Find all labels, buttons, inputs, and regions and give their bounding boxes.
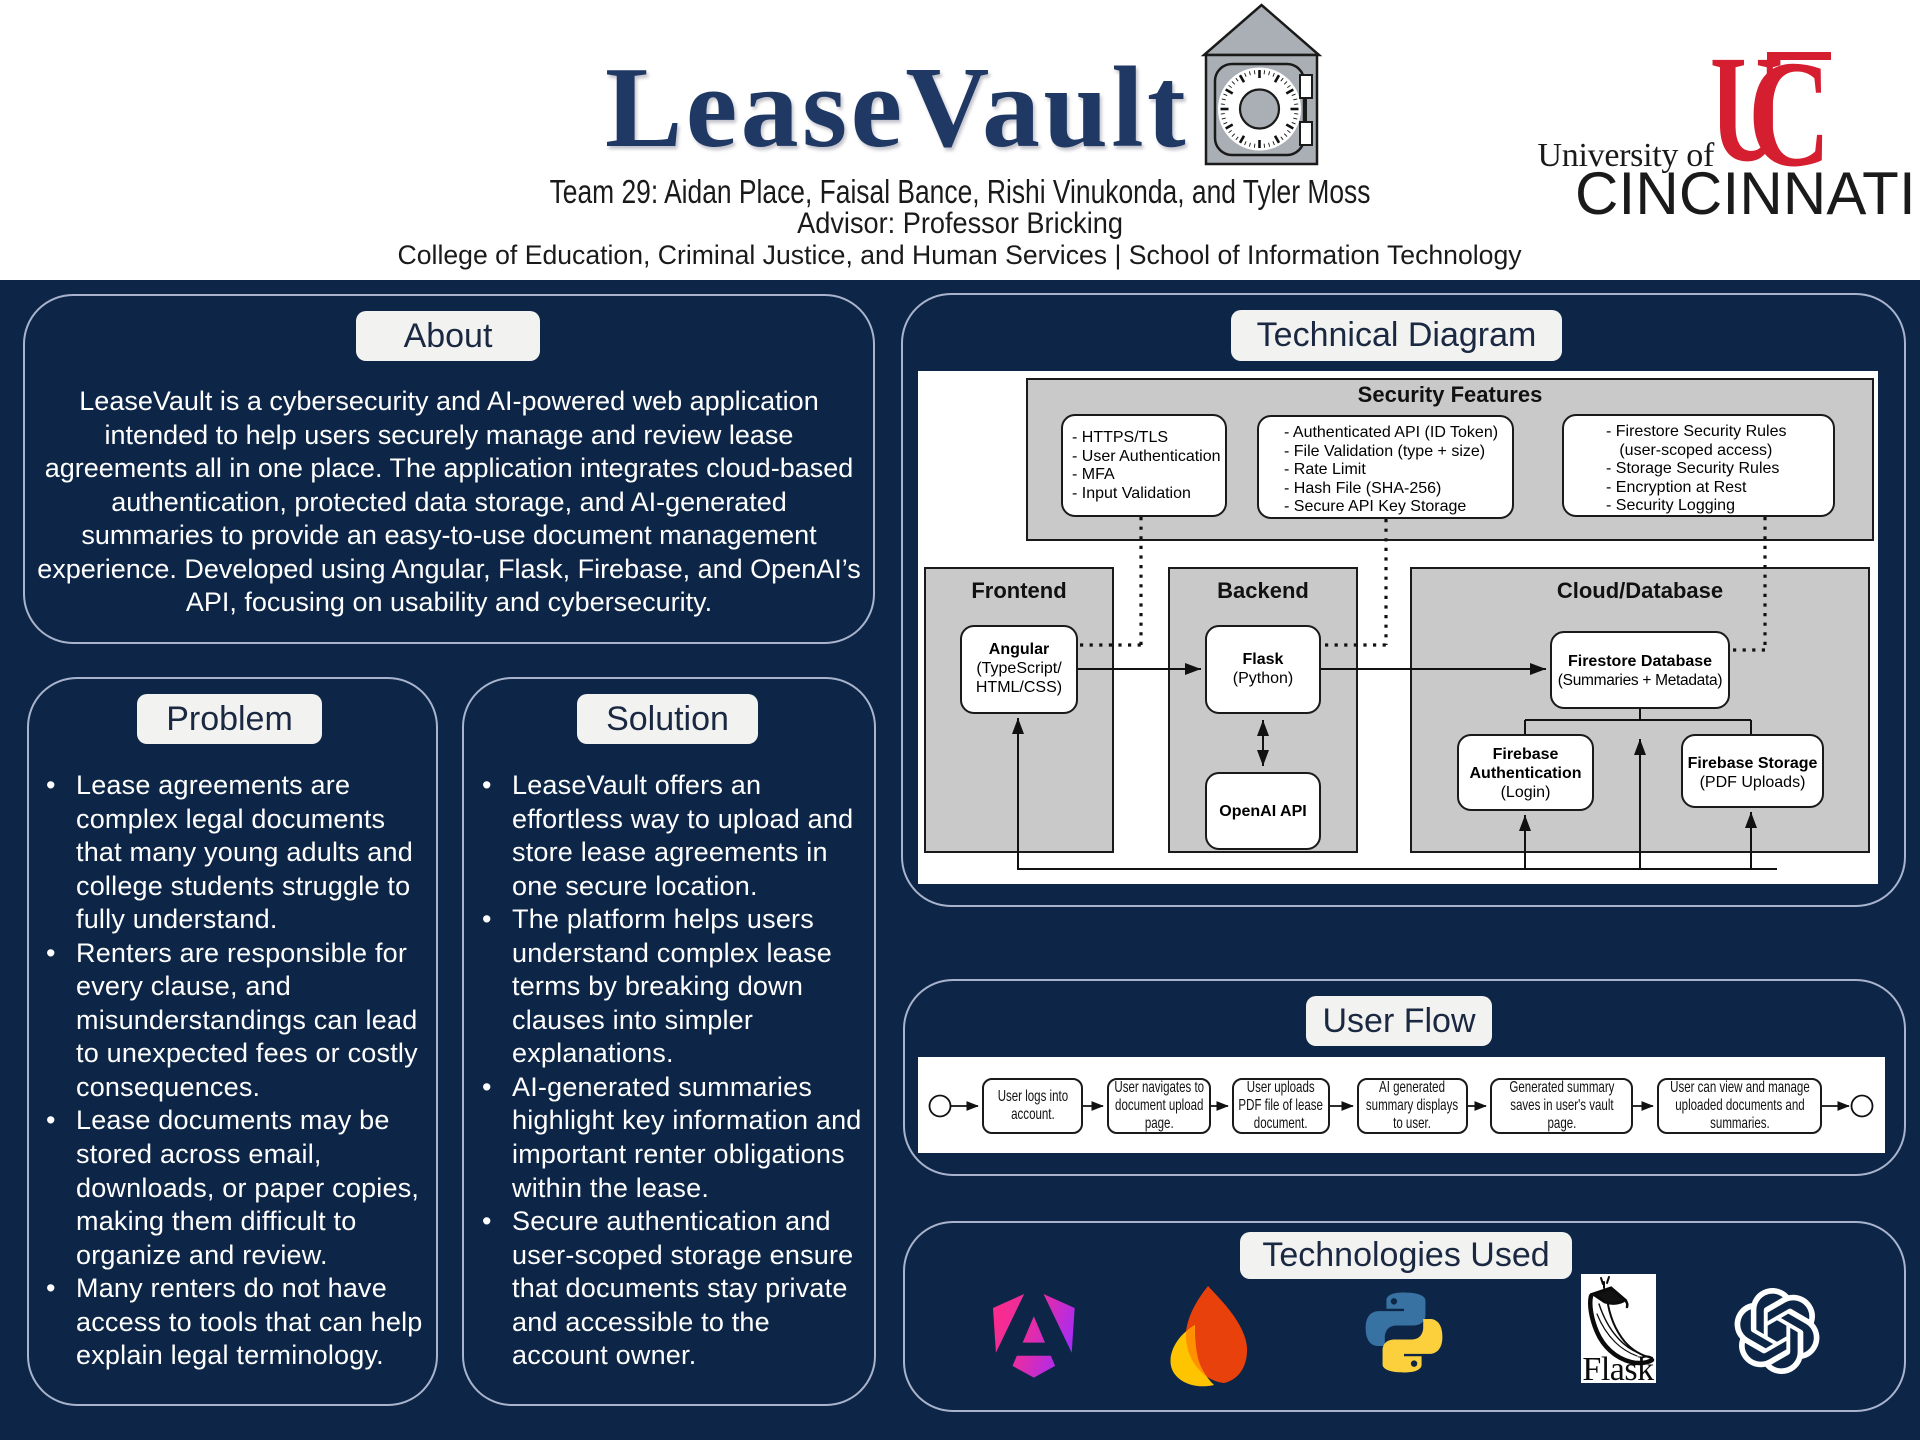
svg-text:C: C — [1748, 40, 1831, 199]
svg-text:University of: University of — [1538, 137, 1715, 174]
svg-text:Flask: Flask — [1582, 1351, 1654, 1383]
svg-text:U: U — [1710, 40, 1783, 194]
svg-text:CINCINNATI: CINCINNATI — [1575, 160, 1916, 220]
